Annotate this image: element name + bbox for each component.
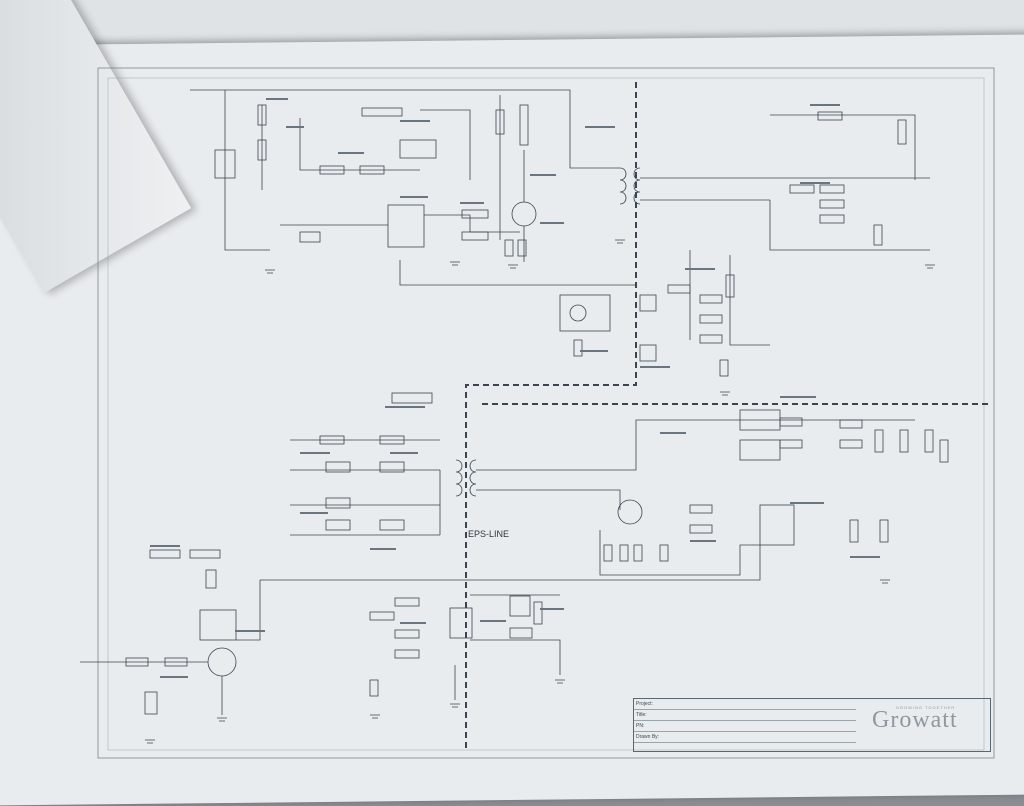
transformer-top-primary [619, 167, 627, 205]
mosfet-q1 [511, 201, 537, 227]
supply-bus-top [190, 89, 620, 169]
title-block-drawn-by: Drawn By: [634, 732, 856, 743]
title-block-title: Title: [634, 710, 856, 721]
transformer-top-secondary [633, 167, 641, 205]
transformer-bottom-secondary [469, 459, 477, 497]
schematic-diagram [80, 67, 995, 759]
component-labels [150, 98, 880, 678]
growatt-logo: Growatt [872, 707, 958, 733]
mosfet-q3 [207, 647, 237, 677]
bridge-capacitor [391, 392, 433, 404]
transformer-bottom-primary [455, 459, 463, 497]
drawing-inner-border [107, 77, 985, 751]
drawing-border [97, 67, 995, 759]
diode-bridge [399, 139, 437, 159]
capacitor-block [214, 149, 236, 179]
optocoupler-mid [559, 294, 611, 332]
optocoupler-u3 [449, 607, 473, 639]
title-block: Project: Title: PN: Drawn By: GROWING TO… [633, 698, 991, 752]
title-block-project: Project: [634, 699, 856, 710]
ic-controller [387, 204, 425, 248]
controller-feed [299, 118, 420, 171]
ground-symbols [145, 239, 935, 744]
isolation-boundary [465, 82, 637, 750]
title-block-pn: PN: [634, 721, 856, 732]
logo-tagline: GROWING TOGETHER [896, 705, 956, 710]
ic-lower-right [759, 504, 795, 546]
optocoupler-u4 [199, 609, 237, 641]
mosfet-q2 [617, 499, 643, 525]
eps-line-label: EPS-LINE [468, 529, 510, 539]
supply-left-drop [224, 90, 270, 251]
